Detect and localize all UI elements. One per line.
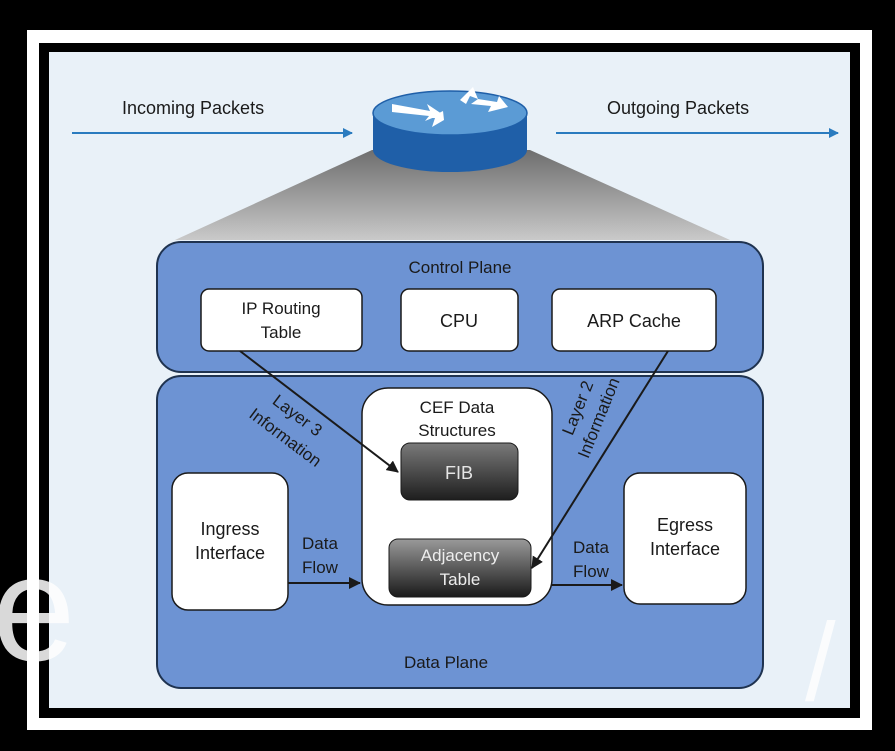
adjacency-table-label-1: Adjacency xyxy=(421,546,500,565)
cef-data-structures-label-1: CEF Data xyxy=(420,398,495,417)
egress-interface-box xyxy=(623,472,747,605)
data-plane-label: Data Plane xyxy=(404,653,488,672)
ingress-data-flow-label-1: Data xyxy=(302,534,338,553)
cpu-box xyxy=(400,288,519,352)
incoming-packets-label: Incoming Packets xyxy=(122,98,264,118)
arp-cache-label: ARP Cache xyxy=(587,311,681,331)
adjacency-table-label-2: Table xyxy=(440,570,481,589)
arp-cache-box xyxy=(551,288,717,352)
cef-data-structures-label-2: Structures xyxy=(418,421,495,440)
router-zoom-cone xyxy=(175,150,730,240)
router-icon xyxy=(372,87,528,172)
outgoing-packets-label: Outgoing Packets xyxy=(607,98,749,118)
ip-routing-table-label-2: Table xyxy=(261,323,302,342)
cpu-label: CPU xyxy=(440,311,478,331)
control-plane-label: Control Plane xyxy=(408,258,511,277)
watermark-right: / xyxy=(805,601,836,724)
egress-interface-label-2: Interface xyxy=(650,539,720,559)
ingress-interface-label-2: Interface xyxy=(195,543,265,563)
ingress-interface-label-1: Ingress xyxy=(200,519,259,539)
egress-data-flow-label-2: Flow xyxy=(573,562,610,581)
adjacency-table-box xyxy=(388,538,532,598)
ingress-interface-box xyxy=(171,472,289,611)
egress-interface-label-1: Egress xyxy=(657,515,713,535)
egress-data-flow-label-1: Data xyxy=(573,538,609,557)
fib-label: FIB xyxy=(445,463,473,483)
watermark-left: e xyxy=(0,524,75,692)
ip-routing-table-box xyxy=(200,288,363,352)
ip-routing-table-label-1: IP Routing xyxy=(241,299,320,318)
layer3-information-arrow xyxy=(239,350,399,473)
layer2-information-arrow xyxy=(531,350,669,569)
fib-box xyxy=(400,442,519,501)
ingress-data-flow-label-2: Flow xyxy=(302,558,339,577)
